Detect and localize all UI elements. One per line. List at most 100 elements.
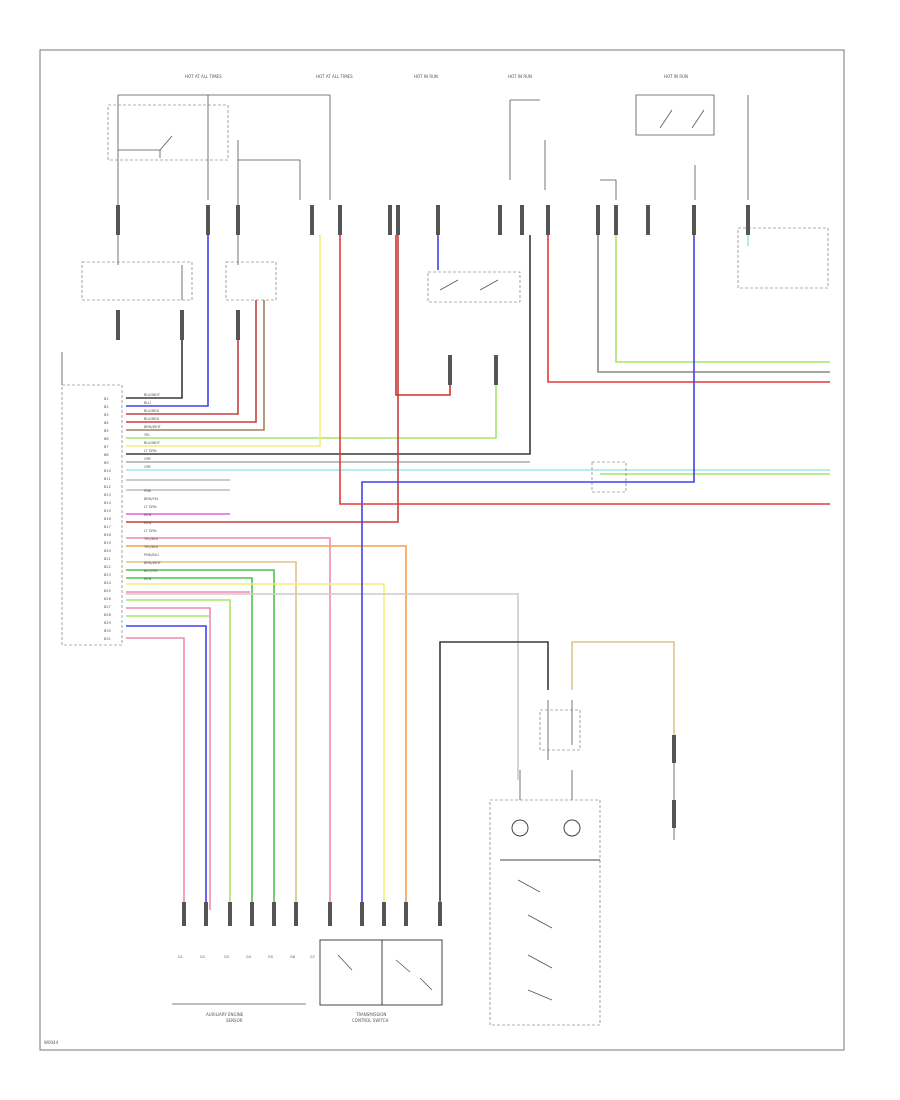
- ecm-pin-19: B19: [104, 541, 111, 545]
- ecm-pin-25: B25: [104, 589, 111, 593]
- bottom-labels: AUXILIARY ENGINE SENSOR TRANSMISSION CON…: [172, 1003, 389, 1023]
- switch-terminal-2: [563, 819, 581, 837]
- ecm-pin-23: B23: [104, 573, 111, 577]
- ecm-pin-11: B11: [104, 477, 111, 481]
- ecm-wire-label-8: LT GRN: [144, 449, 157, 453]
- ecm-wire-label-14: BRN/YEL: [144, 497, 159, 501]
- ecm-pin-labels: B1B2B3B4B5B6B7B8B9B10B11B12B13B14B15B16B…: [104, 397, 112, 641]
- wire-blk-red-1: [126, 340, 239, 415]
- wire-gray-right: [597, 235, 830, 373]
- ecm-wire-label-21: PNK/BLU: [144, 553, 159, 557]
- wire-blue-2: [126, 625, 207, 910]
- ecm-pin-29: B29: [104, 621, 111, 625]
- ground-label-1: G1: [178, 955, 183, 959]
- ecm-pin-12: B12: [104, 485, 111, 489]
- wire-pink-4: [126, 637, 185, 910]
- page-label: W0044: [44, 1040, 59, 1045]
- ecm-wire-label-18: LT GRN: [144, 529, 157, 533]
- wire-orange-1: [126, 545, 407, 910]
- ecm-pin-5: B5: [104, 429, 109, 433]
- ecm-wire-label-24: RED: [144, 577, 152, 581]
- ecm-wire-labels: BLK/WHTBLUBLK/REDBLK/REDBRN/WHTYELBLK/WH…: [144, 393, 162, 581]
- wire-green-2: [126, 577, 253, 910]
- wire-black-2: [126, 235, 531, 455]
- ecm-pin-7: B7: [104, 445, 109, 449]
- ecm-wire-label-2: BLU: [144, 401, 151, 405]
- wire-red-2: [126, 235, 399, 523]
- shift-switch-box: [489, 799, 601, 1026]
- ecm: [61, 352, 123, 646]
- ecm-wire-label-10: GRY: [144, 465, 152, 469]
- wire-blk-red-2: [126, 300, 257, 423]
- transmission-switch-box: [319, 939, 443, 1006]
- top-labels: HOT AT ALL TIMES HOT AT ALL TIMES HOT IN…: [185, 74, 688, 79]
- top-label-2: HOT AT ALL TIMES: [316, 74, 353, 79]
- wire-brn-wht-1: [126, 300, 265, 431]
- ecm-pin-15: B15: [104, 509, 111, 513]
- wire-blu-1: [126, 235, 209, 407]
- ecm-wire-label-16: RED: [144, 513, 152, 517]
- ground-label-2: G2: [200, 955, 205, 959]
- ecm-wire-label-23: BLU/YEL: [144, 569, 158, 573]
- ground-label-4: G4: [246, 955, 252, 959]
- ecm-wire-label-4: BLK/RED: [144, 417, 159, 421]
- ecm-box: [61, 384, 123, 646]
- top-label-3: HOT IN RUN: [414, 74, 438, 79]
- wire-tan-1: [126, 561, 297, 910]
- ecm-pin-24: B24: [104, 581, 112, 585]
- ground-label-6: G6: [290, 955, 295, 959]
- junction-connector: [591, 461, 627, 493]
- transmission-switch: [319, 939, 443, 1006]
- ecm-pin-27: B27: [104, 605, 111, 609]
- wire-red-long: [339, 235, 830, 505]
- ecm-wire-label-6: YEL: [144, 433, 150, 437]
- ecm-pin-18: B18: [104, 533, 111, 537]
- ecm-pin-8: B8: [104, 453, 109, 457]
- ecm-pin-10: B10: [104, 469, 111, 473]
- wire-light-green-right: [615, 235, 830, 363]
- ecm-pin-16: B16: [104, 517, 111, 521]
- lower-right-wiring: [439, 641, 676, 1026]
- ecm-wire-label-13: PNK: [144, 489, 152, 493]
- ecm-wire-label-5: BRN/WHT: [144, 425, 162, 429]
- ecm-pin-14: B14: [104, 501, 112, 505]
- ecm-pin-2: B2: [104, 405, 109, 409]
- ecm-pin-6: B6: [104, 437, 109, 441]
- wire-yellow-2: [126, 583, 385, 910]
- ecm-wire-label-22: BRN/WHT: [144, 561, 162, 565]
- top-connectors: [116, 205, 750, 385]
- wire-gray-4: [126, 593, 519, 780]
- ecm-wire-label-19: YEL/BLU: [144, 537, 159, 541]
- ground-label-7: G7: [310, 955, 315, 959]
- ecm-wire-label-20: YEL/BLU: [144, 545, 159, 549]
- ecm-wire-label-3: BLK/RED: [144, 409, 159, 413]
- ecm-pin-13: B13: [104, 493, 111, 497]
- ecm-pin-20: B20: [104, 549, 111, 553]
- wire-blue-long: [361, 235, 695, 910]
- wire-light-green-1: [126, 385, 497, 439]
- relay-box: [107, 104, 229, 161]
- diagram-frame: [39, 49, 845, 1051]
- main-relay-block: [107, 94, 331, 200]
- ecm-pin-26: B26: [104, 597, 111, 601]
- ecm-pin-17: B17: [104, 525, 111, 529]
- center-relay: [427, 99, 546, 303]
- wire-green-1: [126, 569, 275, 910]
- wire-blk-wht-1: [126, 340, 183, 399]
- bottom-label-3: TRANSMISSION: [355, 1012, 386, 1017]
- ecm-pin-28: B28: [104, 613, 111, 617]
- ecm-pin-1: B1: [104, 397, 109, 401]
- wire-black-lower: [439, 641, 549, 910]
- top-label-1: HOT AT ALL TIMES: [185, 74, 222, 79]
- ecm-pin-9: B9: [104, 461, 109, 465]
- wire-yellow-1: [126, 235, 321, 447]
- right-side-wiring: [339, 235, 830, 910]
- wire-pink-3: [126, 607, 211, 910]
- ecm-pin-31: B31: [104, 637, 111, 641]
- bottom-connectors: G1 G2 G3 G4 G5 G6 G7: [178, 902, 442, 959]
- ecm-pin-22: B22: [104, 565, 111, 569]
- bottom-label-2: SENSOR: [226, 1018, 243, 1023]
- bottom-label-4: CONTROL SWITCH: [352, 1018, 389, 1023]
- ecm-pin-21: B21: [104, 557, 111, 561]
- ecm-wire-label-1: BLK/WHT: [144, 393, 161, 397]
